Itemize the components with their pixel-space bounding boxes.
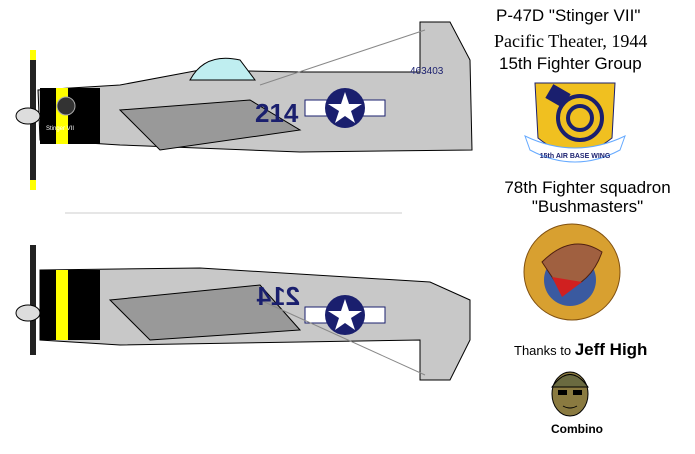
wing-root (118, 99, 302, 151)
yellow-band (56, 270, 68, 340)
thanks-name: Jeff High (574, 340, 648, 359)
aircraft-right-side: 214 (15, 245, 471, 381)
aircraft-profiles: 214 463403 Stinger VII 214 (15, 21, 473, 381)
cowling (40, 88, 100, 144)
propeller (30, 245, 36, 355)
wing-badge-emblem: 15th AIR BASE WING (524, 82, 626, 163)
serial-number: 463403 (410, 66, 444, 77)
canopy (189, 57, 256, 81)
combino-label: Combino (551, 422, 603, 436)
aircraft-title: P-47D "Stinger VII" (496, 6, 641, 25)
aircraft-number: 214 (255, 98, 299, 128)
thanks-prefix: Thanks to (514, 343, 572, 358)
group-label: 15th Fighter Group (499, 54, 642, 73)
squadron-label: 78th Fighter squadron (504, 178, 671, 197)
wing-badge-text: 15th AIR BASE WING (540, 153, 611, 160)
squadron-emblem (523, 223, 621, 321)
cowling (40, 270, 100, 340)
squadron-nickname: "Bushmasters" (531, 197, 644, 216)
aircraft-number-mirrored: 214 (256, 281, 300, 311)
nose-art-name: Stinger VII (46, 126, 74, 132)
aircraft-left-side: 214 463403 Stinger VII (15, 21, 473, 190)
yellow-band (56, 88, 68, 144)
credits: Thanks to Jeff High (514, 340, 647, 360)
combino-avatar (551, 371, 589, 417)
theater-subtitle: Pacific Theater, 1944 (494, 31, 648, 51)
